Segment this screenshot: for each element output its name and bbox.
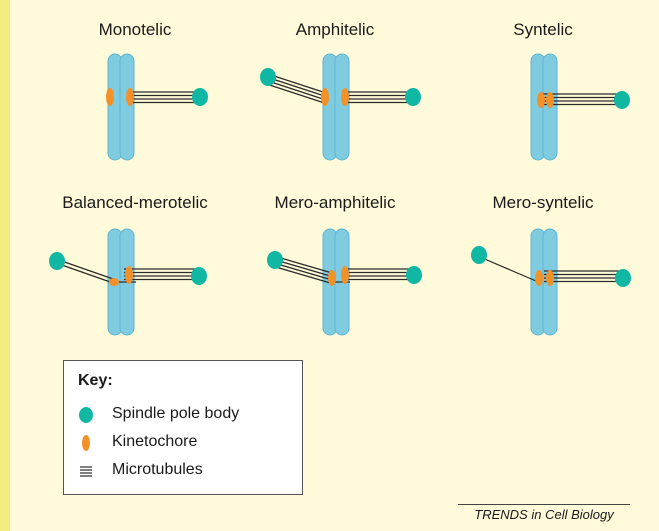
- kinetochore: [125, 266, 133, 284]
- kinetochore-icon: [78, 433, 100, 453]
- key-legend: Key: Spindle pole body Kinetochore Micro…: [63, 360, 303, 495]
- spindle-pole-body: [615, 269, 631, 287]
- kinetochore: [328, 270, 336, 286]
- panel-syntelic: Syntelic: [448, 20, 638, 180]
- microtubules-icon: [78, 461, 100, 481]
- left-accent-bar: [0, 0, 10, 531]
- microtubules: [129, 92, 200, 103]
- mero-amphitelic-diagram: [240, 193, 430, 353]
- spindle-pole-body: [471, 246, 487, 264]
- chromosome: [108, 54, 134, 160]
- spindle-pole-body: [49, 252, 65, 270]
- kinetochore: [535, 270, 543, 286]
- spindle-pole-body: [405, 88, 421, 106]
- key-label: Spindle pole body: [112, 405, 239, 423]
- kinetochore: [537, 92, 545, 108]
- panel-mero-amphitelic: Mero-amphitelic: [240, 193, 430, 353]
- monotelic-diagram: [40, 20, 230, 180]
- kinetochore: [546, 92, 554, 108]
- chromosome: [531, 54, 557, 160]
- panel-amphitelic: Amphitelic: [240, 20, 430, 180]
- kinetochore: [126, 88, 134, 106]
- panel-monotelic: Monotelic: [40, 20, 230, 180]
- source-credit: TRENDS in Cell Biology: [458, 504, 630, 522]
- panel-mero-syntelic: Mero-syntelic: [448, 193, 638, 353]
- syntelic-diagram: [448, 20, 638, 180]
- kinetochore: [109, 278, 119, 286]
- spindle-pole-body-icon: [78, 405, 100, 425]
- chromosome: [323, 54, 349, 160]
- panel-balanced-merotelic: Balanced-merotelic: [40, 193, 230, 353]
- spindle-pole-body: [192, 88, 208, 106]
- key-title: Key:: [78, 372, 113, 390]
- spindle-pole-body: [191, 267, 207, 285]
- mero-syntelic-diagram: [448, 193, 638, 353]
- kinetochore: [341, 266, 349, 284]
- kinetochore: [546, 270, 554, 286]
- key-label: Kinetochore: [112, 433, 197, 451]
- balanced-merotelic-diagram: [40, 193, 230, 353]
- spindle-pole-body: [614, 91, 630, 109]
- spindle-pole-body: [267, 251, 283, 269]
- key-label: Microtubules: [112, 461, 203, 479]
- amphitelic-diagram: [240, 20, 430, 180]
- kinetochore: [341, 88, 349, 106]
- spindle-pole-body: [406, 266, 422, 284]
- kinetochore: [321, 88, 329, 106]
- kinetochore: [106, 88, 114, 106]
- spindle-pole-body: [260, 68, 276, 86]
